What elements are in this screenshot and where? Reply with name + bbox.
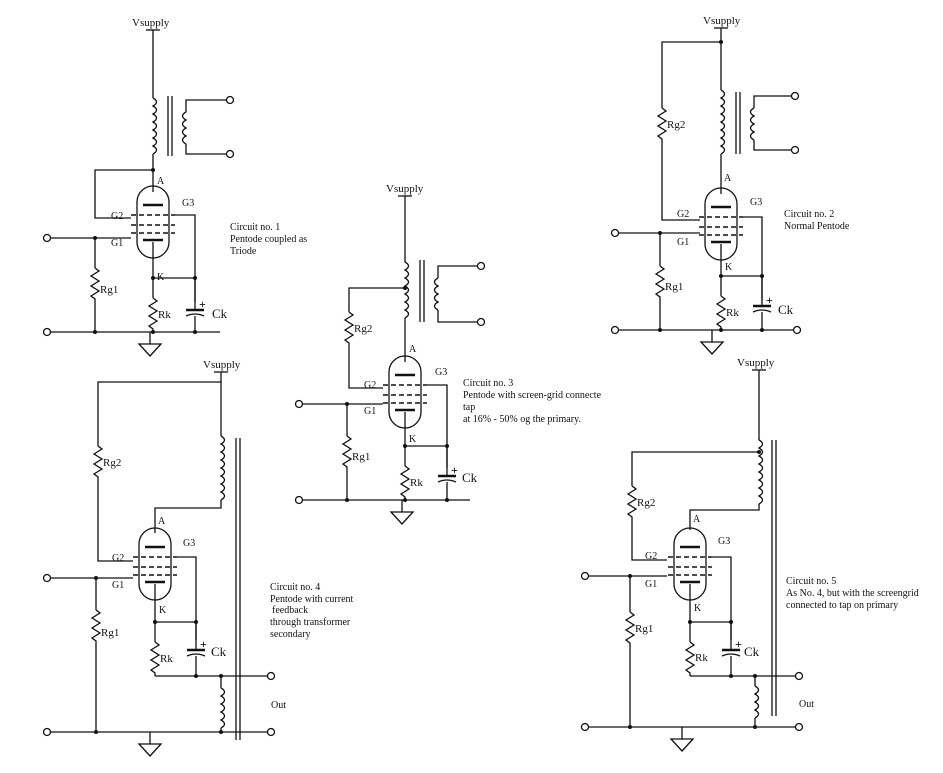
label-ck: Ck — [778, 302, 794, 317]
caption-1-line-1: Circuit no. 1 — [230, 222, 280, 233]
caption-1-line-2: Pentode coupled as — [230, 234, 307, 245]
label-rk: Rk — [158, 309, 171, 321]
caption-4-line-3: feedback — [272, 605, 308, 616]
caption-3-line-3: tap — [463, 402, 475, 413]
pin-anode: A — [409, 344, 417, 355]
label-rg2: Rg2 — [354, 323, 372, 335]
label-rg1: Rg1 — [665, 281, 683, 293]
circuit-1: Vsupply A G2 G1 G3 K Rg1 Rk — [42, 17, 307, 357]
caption-3-line-1: Circuit no. 3 — [463, 378, 513, 389]
pin-g2: G2 — [111, 211, 123, 222]
label-rk: Rk — [410, 477, 423, 489]
pin-anode: A — [158, 516, 166, 527]
pin-anode: A — [724, 173, 732, 184]
cap-plus: + — [199, 297, 206, 311]
caption-5-line-1: Circuit no. 5 — [786, 576, 836, 587]
output-label: Out — [271, 700, 286, 711]
cap-plus: + — [200, 637, 207, 651]
cap-plus: + — [735, 637, 742, 651]
pin-cathode: K — [725, 262, 733, 273]
label-rk: Rk — [695, 652, 708, 664]
label-rk: Rk — [160, 653, 173, 665]
pin-g1: G1 — [364, 406, 376, 417]
cap-plus: + — [451, 463, 458, 477]
circuit-4: Vsupply Rg2 A G2 G1 G3 K Rg1 Rk + — [42, 359, 354, 757]
supply-label: Vsupply — [737, 357, 775, 369]
pin-anode: A — [157, 176, 165, 187]
pin-g3: G3 — [183, 538, 195, 549]
supply-label: Vsupply — [703, 15, 741, 27]
caption-1-line-3: Triode — [230, 246, 257, 257]
circuit-3: Vsupply Rg2 A G2 G1 G3 K Rg1 — [294, 183, 602, 525]
circuit-2: Vsupply Rg2 A G2 G1 G3 K Rg1 — [610, 15, 850, 355]
pin-g1: G1 — [111, 238, 123, 249]
pin-g3: G3 — [718, 536, 730, 547]
pin-anode: A — [693, 514, 701, 525]
label-rg1: Rg1 — [352, 451, 370, 463]
pin-g1: G1 — [645, 579, 657, 590]
label-rg2: Rg2 — [103, 457, 121, 469]
pin-cathode: K — [694, 603, 702, 614]
caption-3-line-2: Pentode with screen-grid connecte — [463, 390, 602, 401]
cap-plus: + — [766, 293, 773, 307]
caption-4-line-5: secondary — [270, 629, 311, 640]
pin-cathode: K — [159, 605, 167, 616]
caption-4-line-1: Circuit no. 4 — [270, 582, 320, 593]
caption-4-line-4: through transformer — [270, 617, 351, 628]
caption-5-line-3: connected to tap on primary — [786, 600, 898, 611]
circuit-5: Vsupply Rg2 A G2 G1 G3 K Rg1 Rk — [580, 357, 919, 752]
pin-g1: G1 — [112, 580, 124, 591]
supply-label: Vsupply — [132, 17, 170, 29]
pin-g2: G2 — [645, 551, 657, 562]
caption-4-line-2: Pentode with current — [270, 594, 354, 605]
label-rg1: Rg1 — [635, 623, 653, 635]
caption-5-line-2: As No. 4, but with the screengrid — [786, 588, 919, 599]
label-ck: Ck — [462, 470, 478, 485]
pin-g2: G2 — [364, 380, 376, 391]
label-rg2: Rg2 — [637, 497, 655, 509]
output-label: Out — [799, 699, 814, 710]
pin-g2: G2 — [677, 209, 689, 220]
pin-g3: G3 — [182, 198, 194, 209]
label-ck: Ck — [744, 644, 760, 659]
caption-3-line-4: at 16% - 50% og the primary. — [463, 414, 581, 425]
supply-label: Vsupply — [203, 359, 241, 371]
caption-2-line-2: Normal Pentode — [784, 221, 850, 232]
supply-label: Vsupply — [386, 183, 424, 195]
pin-g3: G3 — [750, 197, 762, 208]
pin-g3: G3 — [435, 367, 447, 378]
label-rg2: Rg2 — [667, 119, 685, 131]
pin-g2: G2 — [112, 553, 124, 564]
label-rg1: Rg1 — [100, 284, 118, 296]
pin-g1: G1 — [677, 237, 689, 248]
label-rk: Rk — [726, 307, 739, 319]
label-ck: Ck — [212, 306, 228, 321]
label-rg1: Rg1 — [101, 627, 119, 639]
caption-2-line-1: Circuit no. 2 — [784, 209, 834, 220]
pin-cathode: K — [409, 434, 417, 445]
label-ck: Ck — [211, 644, 227, 659]
